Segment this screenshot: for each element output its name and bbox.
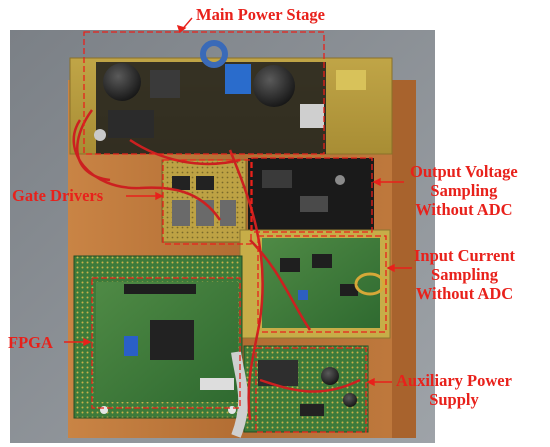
input-current-box xyxy=(257,235,387,333)
red-wires xyxy=(72,109,361,421)
output-voltage-label: Output Voltage Sampling Without ADC xyxy=(410,162,518,219)
annotation-arrows xyxy=(64,17,412,387)
main-power-stage-label: Main Power Stage xyxy=(196,5,325,24)
output-voltage-box xyxy=(251,157,373,233)
main-power-board xyxy=(69,40,393,155)
gate-drivers-box xyxy=(162,159,252,245)
output-voltage-board xyxy=(248,158,374,232)
annotation-boxes xyxy=(83,31,387,433)
auxiliary-power-box xyxy=(255,347,367,433)
fpga-label: FPGA xyxy=(8,333,53,352)
gate-drivers-label: Gate Drivers xyxy=(12,186,104,205)
fpga-board xyxy=(73,255,243,419)
auxiliary-power-label: Auxiliary Power Supply xyxy=(396,371,512,409)
input-current-label: Input Current Sampling Without ADC xyxy=(414,246,516,303)
gate-drivers-board xyxy=(161,159,247,243)
fpga-box xyxy=(91,277,241,409)
main-power-stage-box xyxy=(83,31,325,155)
auxiliary-power-board xyxy=(243,345,369,433)
ribbon-cable xyxy=(231,351,249,438)
